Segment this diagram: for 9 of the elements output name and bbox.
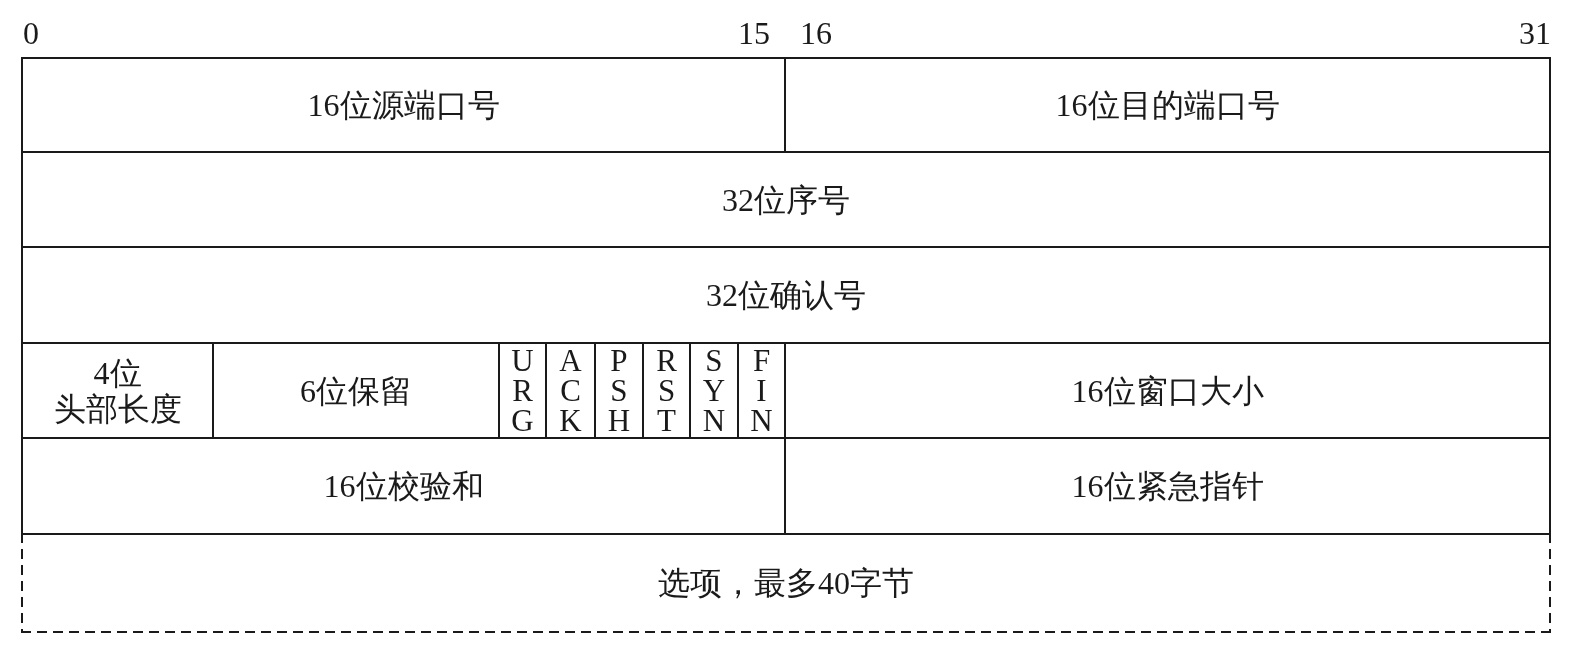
bit-number: 15 xyxy=(738,15,770,51)
bit-number: 31 xyxy=(1519,15,1551,51)
field-cell: 16位源端口号 xyxy=(21,57,786,153)
bit-number: 16 xyxy=(800,15,832,51)
optional-field-cell: 选项，最多40字节 xyxy=(21,533,1551,633)
field-cell: 32位确认号 xyxy=(21,246,1551,344)
field-cell: 32位序号 xyxy=(21,151,1551,248)
bit-number: 0 xyxy=(23,15,39,51)
field-cell: 16位目的端口号 xyxy=(784,57,1551,153)
